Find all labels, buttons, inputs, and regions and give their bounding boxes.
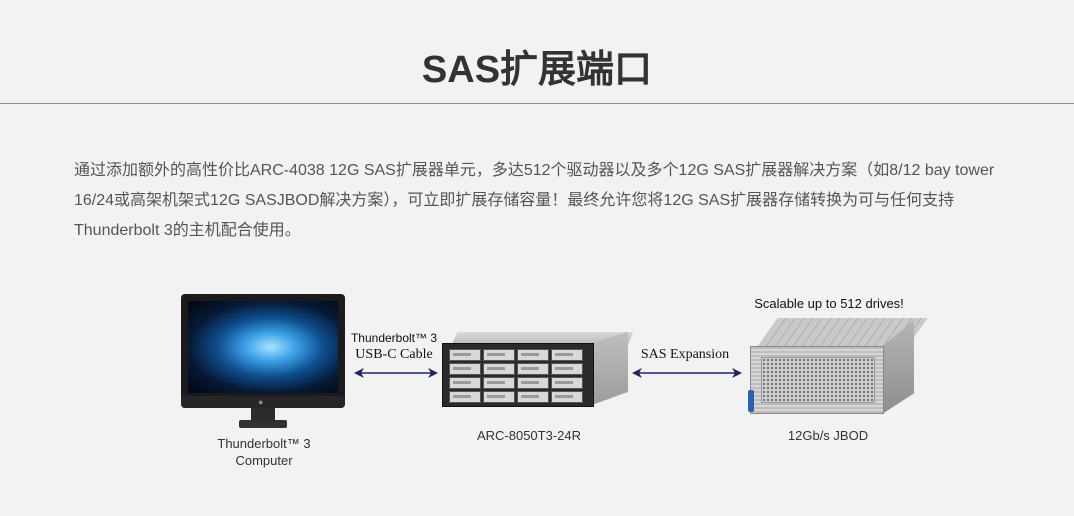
header-divider — [0, 103, 1074, 104]
page-title: SAS扩展端口 — [421, 49, 653, 91]
expansion-diagram: ● Thunderbolt™ 3 USB-C Cable — [0, 280, 1074, 480]
thunderbolt-cable-label-2: USB-C Cable — [355, 347, 433, 362]
page-header: SAS扩展端口 — [0, 0, 1074, 104]
raid-model-label: ARC-8050T3-24R — [476, 428, 582, 443]
scalable-caption: Scalable up to 512 drives! — [754, 296, 904, 311]
double-arrow-icon — [354, 368, 438, 378]
computer-label-line2: Computer — [235, 453, 293, 468]
sas-expansion-label: SAS Expansion — [640, 347, 730, 362]
computer-display — [188, 301, 338, 393]
apple-logo-icon: ● — [258, 397, 264, 407]
thunderbolt-cable-label-1: Thunderbolt™ 3 — [350, 331, 438, 345]
double-arrow-icon — [632, 368, 742, 378]
jbod-label: 12Gb/s JBOD — [787, 428, 869, 443]
computer-image: ● — [181, 294, 345, 434]
description-paragraph: 通过添加额外的高性价比ARC-4038 12G SAS扩展器单元，多达512个驱… — [74, 162, 995, 239]
raid-enclosure-image — [442, 332, 634, 407]
jbod-image — [748, 318, 928, 418]
computer-label-line1: Thunderbolt™ 3 — [217, 436, 311, 451]
